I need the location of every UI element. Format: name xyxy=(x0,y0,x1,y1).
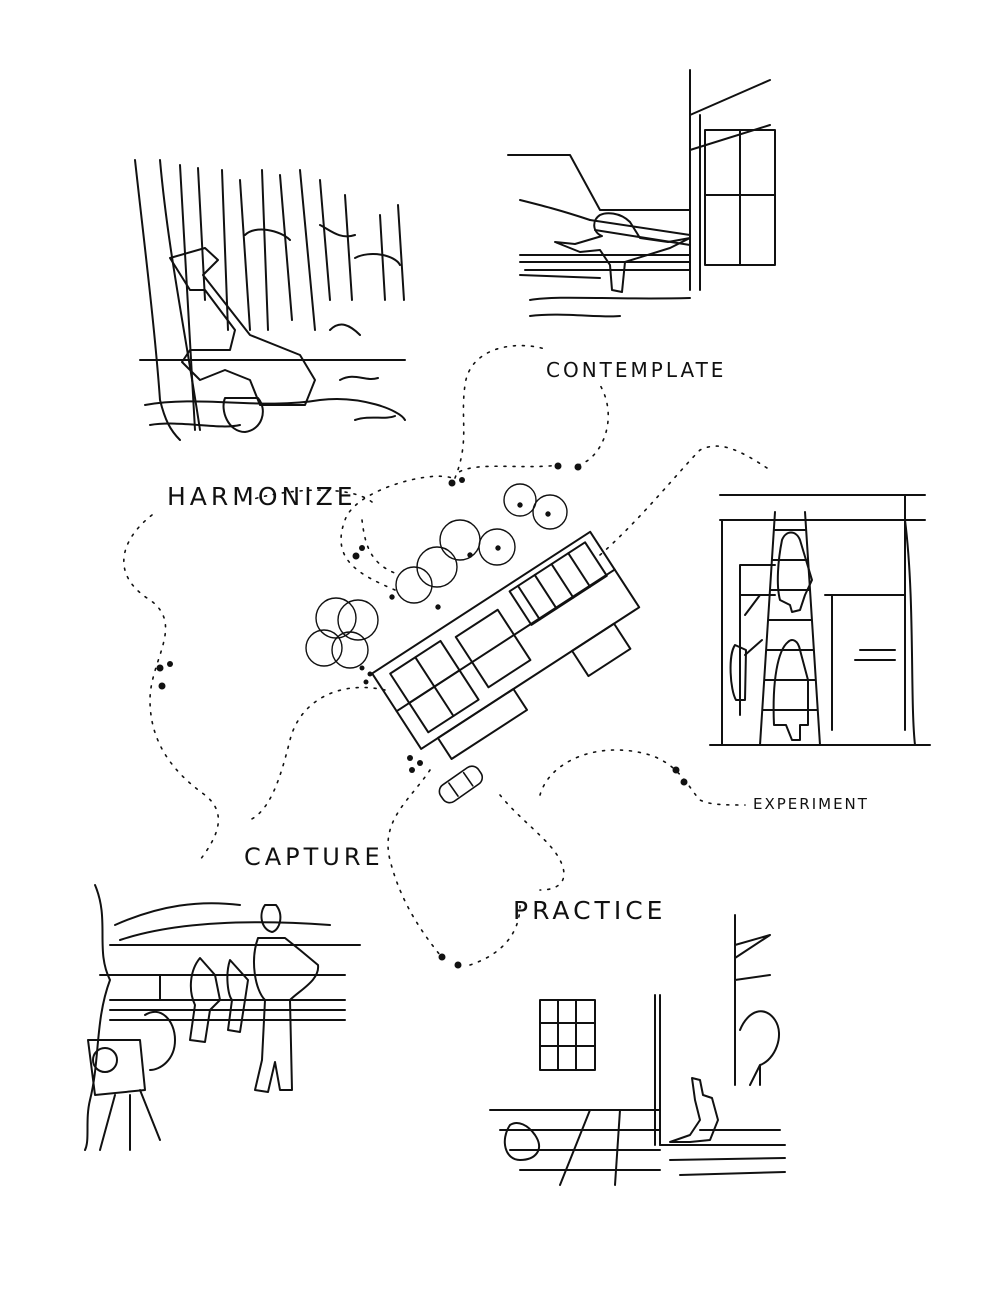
site-plan-sketch xyxy=(306,484,656,806)
building-footprint xyxy=(372,532,655,774)
label-capture: CAPTURE xyxy=(244,843,384,871)
label-experiment: EXPERIMENT xyxy=(753,795,869,813)
courtyard-arabesque-sketch xyxy=(508,70,775,316)
dotted-route-paths xyxy=(124,346,770,965)
label-practice: PRACTICE xyxy=(513,896,667,925)
label-contemplate: CONTEMPLATE xyxy=(546,358,727,382)
tree-canopies xyxy=(306,484,567,668)
car-icon xyxy=(436,763,485,806)
path-markers xyxy=(156,462,688,969)
ladder-climbing-sketch xyxy=(710,495,930,745)
wall-handstand-sketch xyxy=(490,915,785,1185)
label-harmonize: HARMONIZE xyxy=(167,482,357,511)
film-crew-sketch xyxy=(85,885,360,1150)
tree-climbing-sketch xyxy=(135,160,405,440)
